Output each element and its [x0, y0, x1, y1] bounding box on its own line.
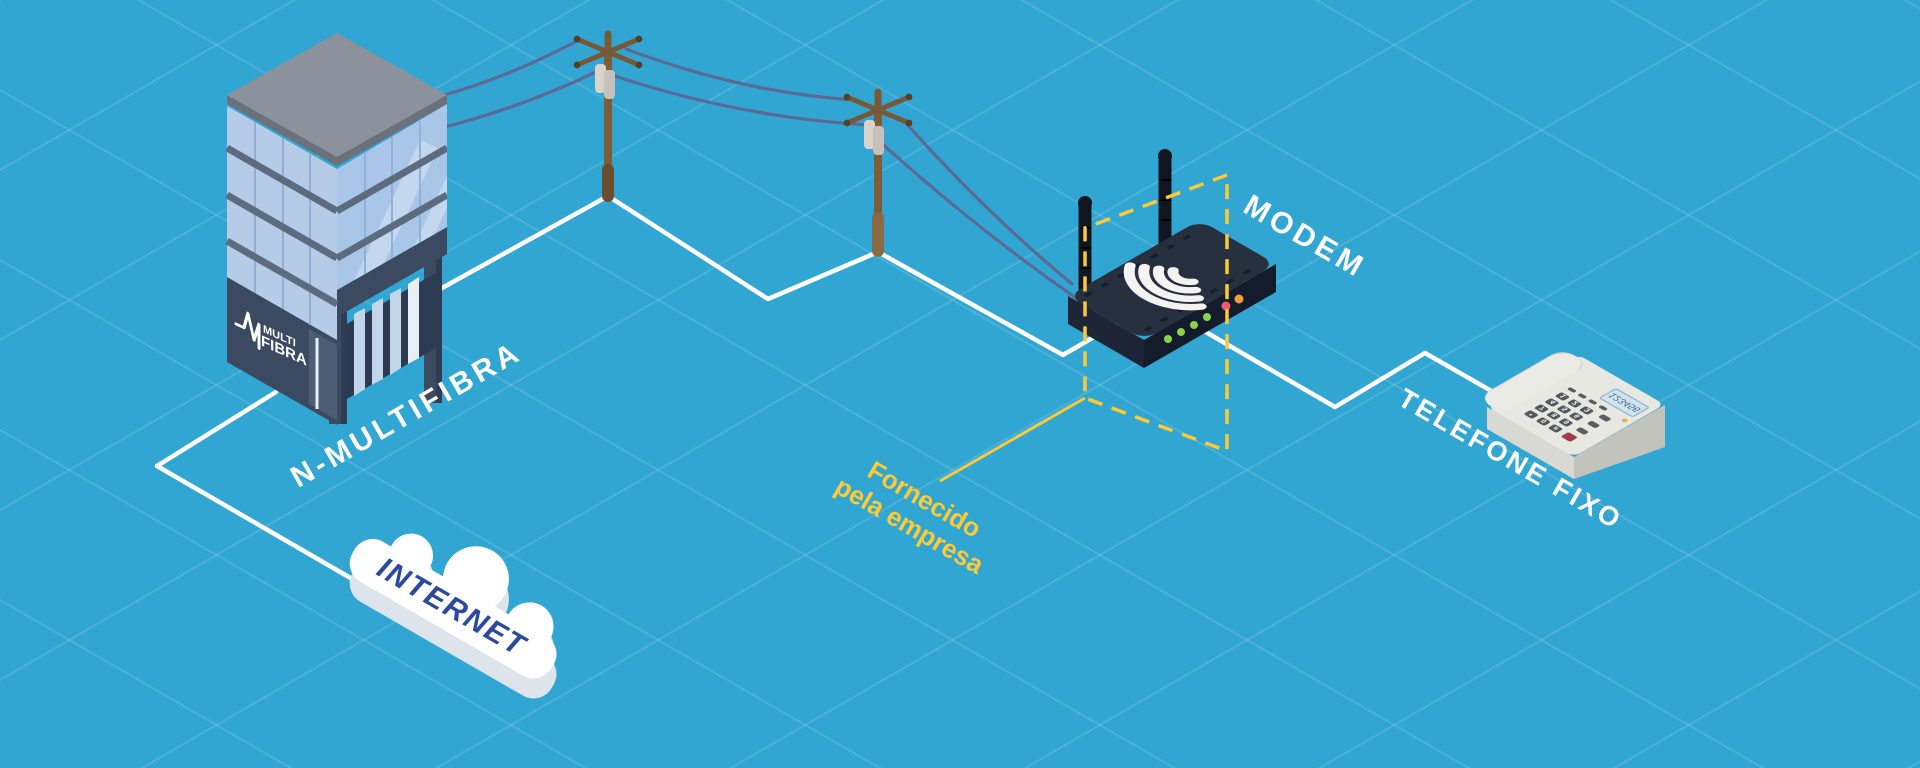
- building-entrance-glass: [354, 277, 419, 396]
- grid-line: [1019, 0, 1920, 520]
- phone-key: 9: [1562, 419, 1572, 425]
- wire-pole1-pole2-b: [610, 73, 872, 127]
- phone-key: 3: [1583, 407, 1593, 413]
- wire-building-pole1-b: [439, 70, 598, 130]
- utility-pole-1: [573, 30, 643, 202]
- pole2-insulators: [864, 120, 884, 155]
- grid-line: [725, 0, 1920, 690]
- phone-function-keys: [1567, 387, 1611, 435]
- phone-key: #: [1552, 425, 1562, 431]
- phone-key: 0: [1540, 418, 1550, 424]
- internet-cloud: INTERNET: [349, 533, 557, 699]
- path-pole2-to-modem-to-phone: [875, 249, 1505, 410]
- phone-red-key: [1561, 432, 1577, 442]
- grid-line: [0, 0, 297, 172]
- phone-right-face: [1574, 405, 1665, 479]
- building-leg-front-shade: [341, 300, 347, 424]
- modem-antenna-right: [1158, 149, 1172, 259]
- grid-line: [1314, 0, 1920, 350]
- phone-led-icon: [1621, 418, 1628, 423]
- phone-key: 7: [1538, 405, 1548, 411]
- grid-line: [1612, 590, 1920, 768]
- grid-line: [1023, 250, 1920, 768]
- overhead-wires: [439, 39, 1078, 300]
- phone-front-face: [1487, 407, 1574, 479]
- wire-pole1-pole2-a: [624, 47, 855, 102]
- wire-pole2-modem-a: [903, 120, 1074, 286]
- modem-top-face: [1075, 224, 1269, 336]
- led-green-icon: [1190, 321, 1198, 329]
- phone-key: *: [1528, 411, 1537, 416]
- pole2-arm-caps: [843, 93, 913, 127]
- phone-lcd: [1599, 388, 1649, 417]
- led-orange-icon: [1234, 294, 1244, 304]
- building-glass-left: [225, 106, 339, 340]
- phone-key: 4: [1549, 399, 1559, 405]
- ground-paths: [154, 193, 1505, 583]
- phone-key: 5: [1561, 406, 1571, 412]
- building-roof: [227, 33, 447, 157]
- path-pole1-to-pole2: [605, 193, 881, 302]
- pole1-insulators: [595, 64, 615, 99]
- phone-handset: [1484, 352, 1583, 410]
- grid-line: [0, 428, 588, 768]
- grid-line: [728, 80, 1920, 768]
- utility-pole-2: [843, 88, 913, 257]
- modem-leds: [1164, 294, 1244, 343]
- phone-key: 8: [1550, 412, 1560, 418]
- grid-line: [0, 0, 1180, 682]
- grid-line: [0, 598, 293, 768]
- building-glass-right: [337, 104, 447, 290]
- phone-key: 1: [1559, 393, 1569, 399]
- phone-keypad: 1 2 3 4 5 6 7 8 9 * 0 #: [1524, 392, 1594, 442]
- led-green-icon: [1177, 328, 1185, 336]
- telephone: 123456 1 2 3: [1484, 352, 1665, 479]
- led-green-icon: [1164, 335, 1172, 343]
- note-leader-line: [939, 396, 1086, 483]
- wifi-icon: [1123, 262, 1207, 311]
- led-red-icon: [1221, 301, 1231, 311]
- phone-top-face: 123456 1 2 3: [1484, 352, 1661, 455]
- grid-line: [1317, 420, 1920, 768]
- led-green-icon: [1203, 313, 1211, 321]
- modem-front-left-face: [1068, 296, 1144, 368]
- logo-n-icon: [234, 311, 261, 350]
- path-building-to-pole1: [430, 193, 611, 296]
- phone-key: 6: [1573, 413, 1583, 419]
- wire-building-pole1-a: [439, 39, 579, 98]
- building: MULTI FIBRA: [225, 33, 447, 425]
- building-door: [309, 329, 337, 420]
- building-beam: [337, 227, 447, 317]
- path-building-to-internet: [154, 389, 357, 583]
- phone-key: 2: [1571, 400, 1581, 406]
- grid-line: [1608, 0, 1920, 180]
- wire-pole2-modem-b: [878, 140, 1078, 300]
- modem: [1068, 149, 1276, 368]
- pole1-arm-caps: [573, 35, 643, 69]
- highlight-dashed-box: [1083, 172, 1229, 454]
